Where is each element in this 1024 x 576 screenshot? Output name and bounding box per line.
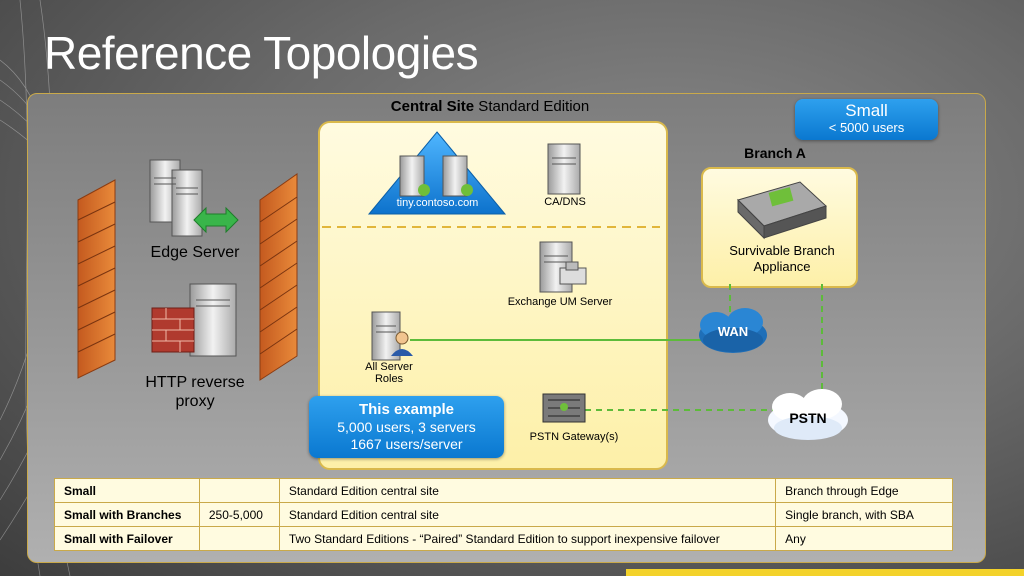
http-proxy-label-line2: proxy bbox=[175, 393, 215, 410]
http-proxy-icon bbox=[151, 283, 237, 357]
sba-label-line2: Appliance bbox=[753, 259, 811, 274]
central-site-title: Central Site Standard Edition bbox=[320, 98, 660, 115]
all-server-roles-icon bbox=[371, 311, 413, 361]
ca-dns-server-icon bbox=[547, 143, 581, 195]
table-row: Small with Failover Two Standard Edition… bbox=[54, 526, 953, 551]
table-cell-central: Standard Edition central site bbox=[278, 478, 777, 503]
exchange-um-server-icon bbox=[539, 241, 587, 293]
table-cell-central: Two Standard Editions - “Paired” Standar… bbox=[278, 526, 777, 551]
example-callout: This example 5,000 users, 3 servers 1667… bbox=[309, 396, 504, 458]
central-site-title-bold: Central Site bbox=[390, 98, 475, 115]
small-callout: Small < 5000 users bbox=[795, 99, 938, 140]
pool-label: tiny.contoso.com bbox=[396, 197, 479, 209]
table-cell-branch: Branch through Edge bbox=[775, 478, 953, 503]
small-callout-title: Small bbox=[845, 101, 888, 120]
pstn-label: PSTN bbox=[789, 410, 827, 426]
example-callout-title: This example bbox=[358, 401, 455, 418]
table-cell-users bbox=[198, 478, 280, 503]
table-cell-users: 250-5,000 bbox=[198, 502, 280, 527]
firewall-right-icon bbox=[259, 173, 298, 381]
slide-title: Reference Topologies bbox=[44, 27, 479, 79]
table-cell-branch: Single branch, with SBA bbox=[775, 502, 953, 527]
pstn-gateway-label: PSTN Gateway(s) bbox=[529, 431, 619, 443]
wan-label: WAN bbox=[717, 324, 749, 339]
table-cell-name: Small bbox=[54, 478, 200, 503]
ca-dns-label: CA/DNS bbox=[544, 196, 586, 208]
sba-label-line1: Survivable Branch bbox=[729, 243, 835, 258]
http-proxy-label-line1: HTTP reverse bbox=[145, 374, 245, 391]
topology-table: Small Standard Edition central site Bran… bbox=[54, 478, 953, 551]
sba-label: Survivable Branch Appliance bbox=[712, 243, 852, 275]
edge-server-label: Edge Server bbox=[150, 244, 240, 261]
all-server-roles-line1: All Server bbox=[365, 361, 413, 373]
exchange-um-label: Exchange UM Server bbox=[507, 296, 613, 308]
pstn-gateway-icon bbox=[542, 393, 586, 423]
table-row: Small with Branches 250-5,000 Standard E… bbox=[54, 502, 953, 527]
branch-title: Branch A bbox=[744, 145, 806, 161]
all-server-roles-line2: Roles bbox=[374, 373, 404, 385]
table-cell-name: Small with Failover bbox=[54, 526, 200, 551]
example-callout-line2: 5,000 users, 3 servers bbox=[337, 419, 476, 435]
table-cell-branch: Any bbox=[775, 526, 953, 551]
pool-icon bbox=[367, 131, 507, 215]
table-cell-users bbox=[198, 526, 280, 551]
bottom-accent-bar bbox=[626, 569, 1024, 576]
pstn-cloud-icon bbox=[768, 389, 848, 440]
edge-server-icon bbox=[149, 159, 239, 237]
firewall-left-icon bbox=[77, 179, 116, 379]
table-cell-name: Small with Branches bbox=[54, 502, 200, 527]
table-cell-central: Standard Edition central site bbox=[278, 502, 777, 527]
wan-cloud-icon bbox=[699, 308, 767, 353]
http-proxy-label: HTTP reverse proxy bbox=[120, 373, 270, 411]
all-server-roles-label: All Server Roles bbox=[350, 361, 428, 385]
small-callout-users: < 5000 users bbox=[828, 120, 905, 135]
sba-appliance-icon bbox=[737, 181, 827, 240]
example-callout-line3: 1667 users/server bbox=[350, 436, 463, 452]
central-site-title-rest: Standard Edition bbox=[474, 98, 590, 115]
table-row: Small Standard Edition central site Bran… bbox=[54, 478, 953, 503]
